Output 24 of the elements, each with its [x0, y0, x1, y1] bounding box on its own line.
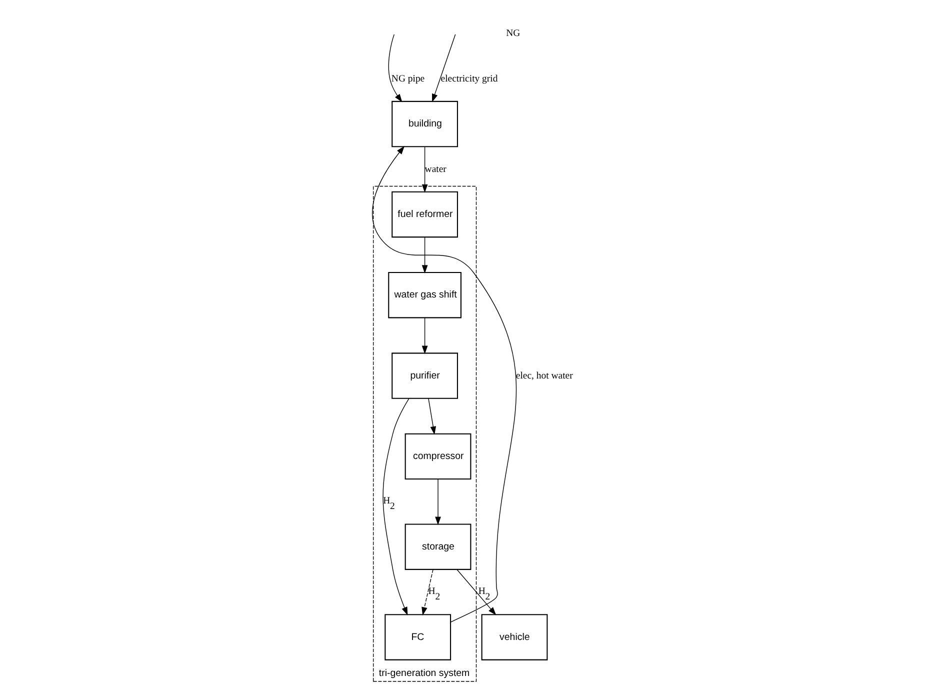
arrow [422, 318, 428, 354]
node-box: purifier [392, 352, 458, 399]
arrow [382, 398, 410, 616]
node-box: vehicle [481, 614, 548, 660]
label: NG [506, 28, 520, 40]
node-box: compressor [404, 433, 472, 480]
arrow [388, 34, 402, 102]
arrow [372, 146, 517, 622]
node-box: building [392, 100, 458, 148]
node-box: FC [384, 614, 452, 660]
node-box: storage [404, 524, 472, 570]
arrow [422, 146, 428, 193]
arrow [435, 478, 441, 526]
node-box: fuel reformer [392, 191, 458, 238]
arrow [456, 569, 496, 616]
arrow [432, 34, 456, 102]
edge-label: NG pipe [391, 73, 425, 84]
arrow [422, 569, 434, 616]
edge-label: water [424, 164, 446, 175]
node-box: water gas shift [388, 272, 462, 318]
edge-label: elec, hot water [516, 370, 573, 382]
arrow [422, 236, 428, 274]
edge-label: electricity grid [440, 73, 498, 84]
arrow [428, 398, 436, 435]
